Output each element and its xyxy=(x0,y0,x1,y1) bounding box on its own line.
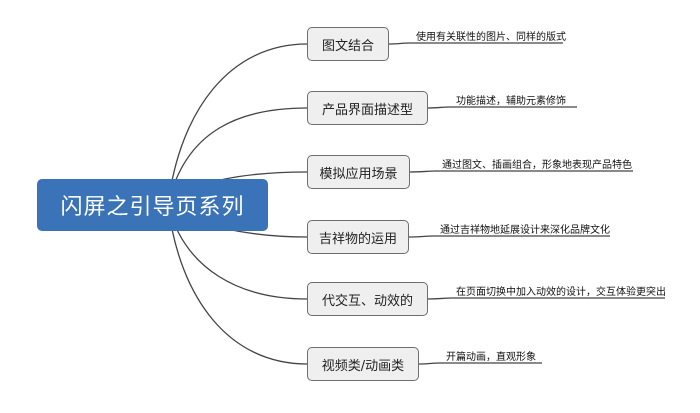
branch-note-1: 使用有关联性的图片、同样的版式 xyxy=(416,32,566,43)
branch-note-3: 通过图文、插画组合，形象地表现产品特色 xyxy=(442,160,632,171)
connector-branch-1 xyxy=(167,43,308,206)
branch-node-3: 模拟应用场景 xyxy=(307,155,410,189)
connector-branch-6 xyxy=(167,204,308,365)
note-connector-5 xyxy=(427,297,665,300)
branch-note-4: 通过吉祥物地延展设计来深化品牌文化 xyxy=(440,225,610,236)
branch-note-5: 在页面切换中加入动效的设计，交互体验更突出 xyxy=(456,287,666,298)
branch-note-6: 开篇动画，直观形象 xyxy=(446,352,536,363)
note-connector-2 xyxy=(427,106,577,109)
branch-node-2: 产品界面描述型 xyxy=(307,91,428,125)
note-connector-1 xyxy=(388,42,563,45)
branch-node-6: 视频类/动画类 xyxy=(307,347,419,381)
root-node: 闪屏之引导页系列 xyxy=(37,179,268,231)
note-connector-3 xyxy=(409,170,633,173)
branch-node-1: 图文结合 xyxy=(307,27,389,61)
note-connector-4 xyxy=(408,235,610,238)
branch-note-2: 功能描述，辅助元素修饰 xyxy=(456,96,566,107)
note-connector-6 xyxy=(418,362,542,365)
branch-node-4: 吉祥物的运用 xyxy=(307,220,409,254)
branch-node-5: 代交互、动效的 xyxy=(307,282,428,316)
